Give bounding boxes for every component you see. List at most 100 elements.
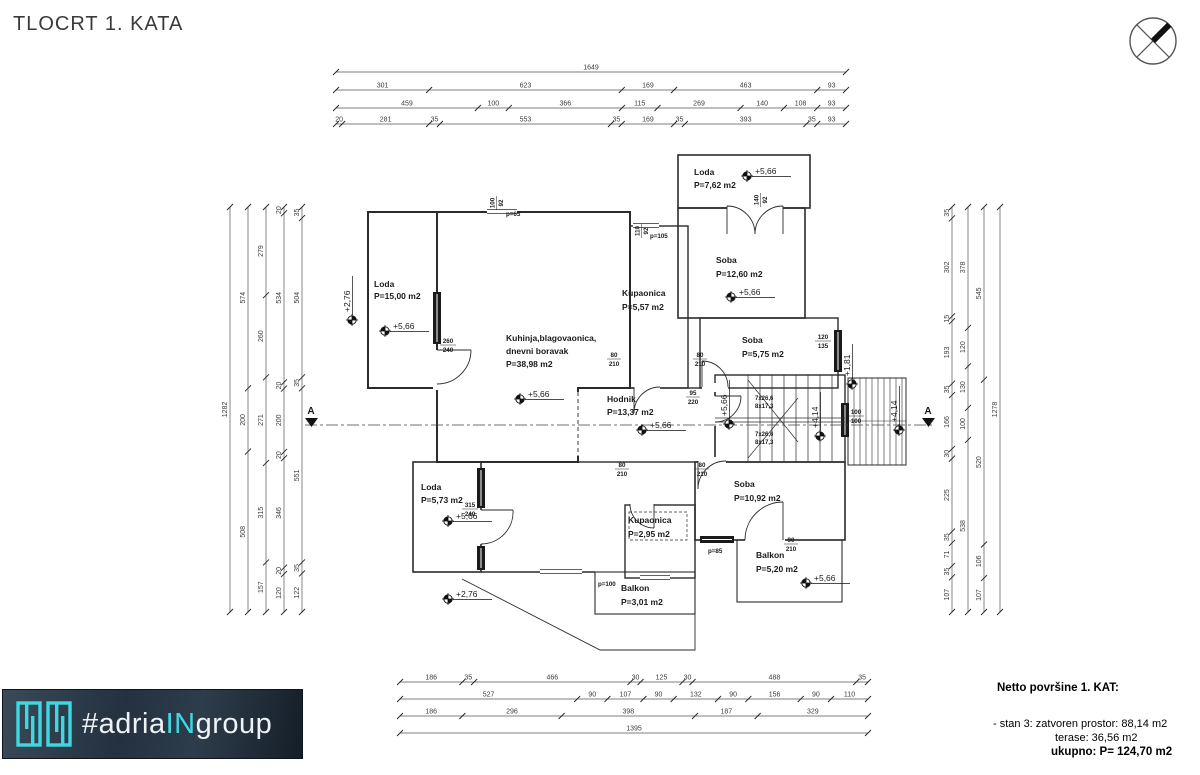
dim-line xyxy=(226,608,234,616)
dim-line xyxy=(573,695,581,703)
dim-line xyxy=(332,68,340,76)
elevation-label: +2,76 xyxy=(456,589,478,599)
dim-label: 1649 xyxy=(583,65,599,72)
dim-line xyxy=(505,104,513,112)
dim-line xyxy=(980,376,988,384)
north-arrow-icon xyxy=(1129,17,1177,65)
dim-label: 193 xyxy=(944,346,951,358)
adriain-logo-icon xyxy=(16,701,72,747)
door-size: 210 xyxy=(697,471,708,478)
elevation-label: +1,81 xyxy=(842,354,852,376)
dim-label: 93 xyxy=(828,117,836,124)
dim-line xyxy=(948,539,956,547)
room-label: Kupaonica xyxy=(628,515,672,525)
dim-label: 35 xyxy=(431,117,439,124)
dim-label: 35 xyxy=(676,117,684,124)
room-area: P=5,20 m2 xyxy=(756,564,798,574)
summary-line: - stan 3: zatvoren prostor: 88,14 m2 xyxy=(993,718,1168,730)
dim-label: 35 xyxy=(808,117,816,124)
room-label: Soba xyxy=(742,335,763,345)
dim-label: 329 xyxy=(807,709,819,716)
dim-line xyxy=(964,404,972,412)
room-area: P=5,57 m2 xyxy=(622,302,664,312)
dim-label: 225 xyxy=(944,489,951,501)
dim-line xyxy=(280,448,288,456)
dim-line xyxy=(681,120,689,128)
room-area: P=15,00 m2 xyxy=(374,291,421,301)
dim-label: 466 xyxy=(546,675,558,682)
dim-line xyxy=(262,459,270,467)
dim-label: 35 xyxy=(944,533,951,541)
dim-label: 520 xyxy=(976,456,983,468)
dim-line xyxy=(280,378,288,386)
dim-label: 169 xyxy=(642,117,654,124)
dim-line xyxy=(689,678,696,686)
elevation-label: +5,66 xyxy=(393,321,415,331)
dim-line xyxy=(780,104,788,112)
dim-label: 260 xyxy=(258,330,265,342)
dim-label: 534 xyxy=(276,292,283,304)
dim-label: 20 xyxy=(276,381,283,389)
dim-line xyxy=(842,68,850,76)
door-size: 140 xyxy=(754,194,761,205)
dim-line xyxy=(980,574,988,582)
dim-label: 271 xyxy=(258,414,265,426)
dim-line xyxy=(714,695,722,703)
door-size: 90 xyxy=(788,537,795,544)
dim-label: 107 xyxy=(976,589,983,601)
door-size: 210 xyxy=(786,546,797,553)
dim-label: 200 xyxy=(240,414,247,426)
dim-label: 107 xyxy=(620,692,632,699)
dim-label: 166 xyxy=(944,416,951,428)
page-title: TLOCRT 1. KATA xyxy=(13,13,184,35)
dim-line xyxy=(298,373,306,381)
dim-label: 186 xyxy=(425,675,437,682)
dim-label: 35 xyxy=(294,379,301,387)
dim-line xyxy=(618,104,626,112)
dim-line xyxy=(640,695,647,703)
dim-label: 1395 xyxy=(626,726,642,733)
dim-line xyxy=(618,120,626,128)
room-label: Kuhinja,blagovaonica, xyxy=(506,333,596,343)
dim-line xyxy=(396,678,404,686)
dim-line xyxy=(679,678,686,686)
dim-label: 35 xyxy=(294,564,301,572)
dim-label: 279 xyxy=(258,245,265,257)
dim-label: 125 xyxy=(656,675,668,682)
dim-line xyxy=(280,608,288,616)
dim-line xyxy=(813,120,821,128)
door-size: 220 xyxy=(688,399,699,406)
dim-line xyxy=(244,385,252,392)
dim-line xyxy=(948,528,956,535)
dim-line xyxy=(332,86,340,94)
dim-label: 527 xyxy=(483,692,495,699)
dim-label: 393 xyxy=(740,117,752,124)
dim-line xyxy=(262,608,270,616)
dim-line xyxy=(803,120,810,128)
dim-line xyxy=(654,104,661,112)
dashed-details xyxy=(577,392,688,541)
dim-line xyxy=(459,712,466,720)
dim-label: 120 xyxy=(276,587,283,599)
dim-label: 545 xyxy=(976,287,983,299)
dim-label: 1282 xyxy=(222,402,229,418)
dim-label: 30 xyxy=(632,675,640,682)
door-size: 80 xyxy=(699,462,706,469)
dim-label: 35 xyxy=(944,385,951,393)
dim-label: 20 xyxy=(276,206,283,214)
dim-line xyxy=(558,712,565,720)
dim-line xyxy=(280,454,288,462)
stair-label: 8x17,3 xyxy=(755,404,774,410)
dim-line xyxy=(842,104,850,112)
window-size: 260 xyxy=(443,338,454,345)
dim-line xyxy=(964,203,972,211)
window-size: 120 xyxy=(818,334,829,341)
parapet-label: p=100 xyxy=(598,581,616,588)
room-label: Balkon xyxy=(621,583,649,593)
room-area: P=3,01 m2 xyxy=(621,597,663,607)
dim-label: 35 xyxy=(944,209,951,217)
stair-label: 7x26,6 xyxy=(755,432,774,438)
dim-label: 35 xyxy=(944,568,951,576)
dim-label: 156 xyxy=(769,692,781,699)
